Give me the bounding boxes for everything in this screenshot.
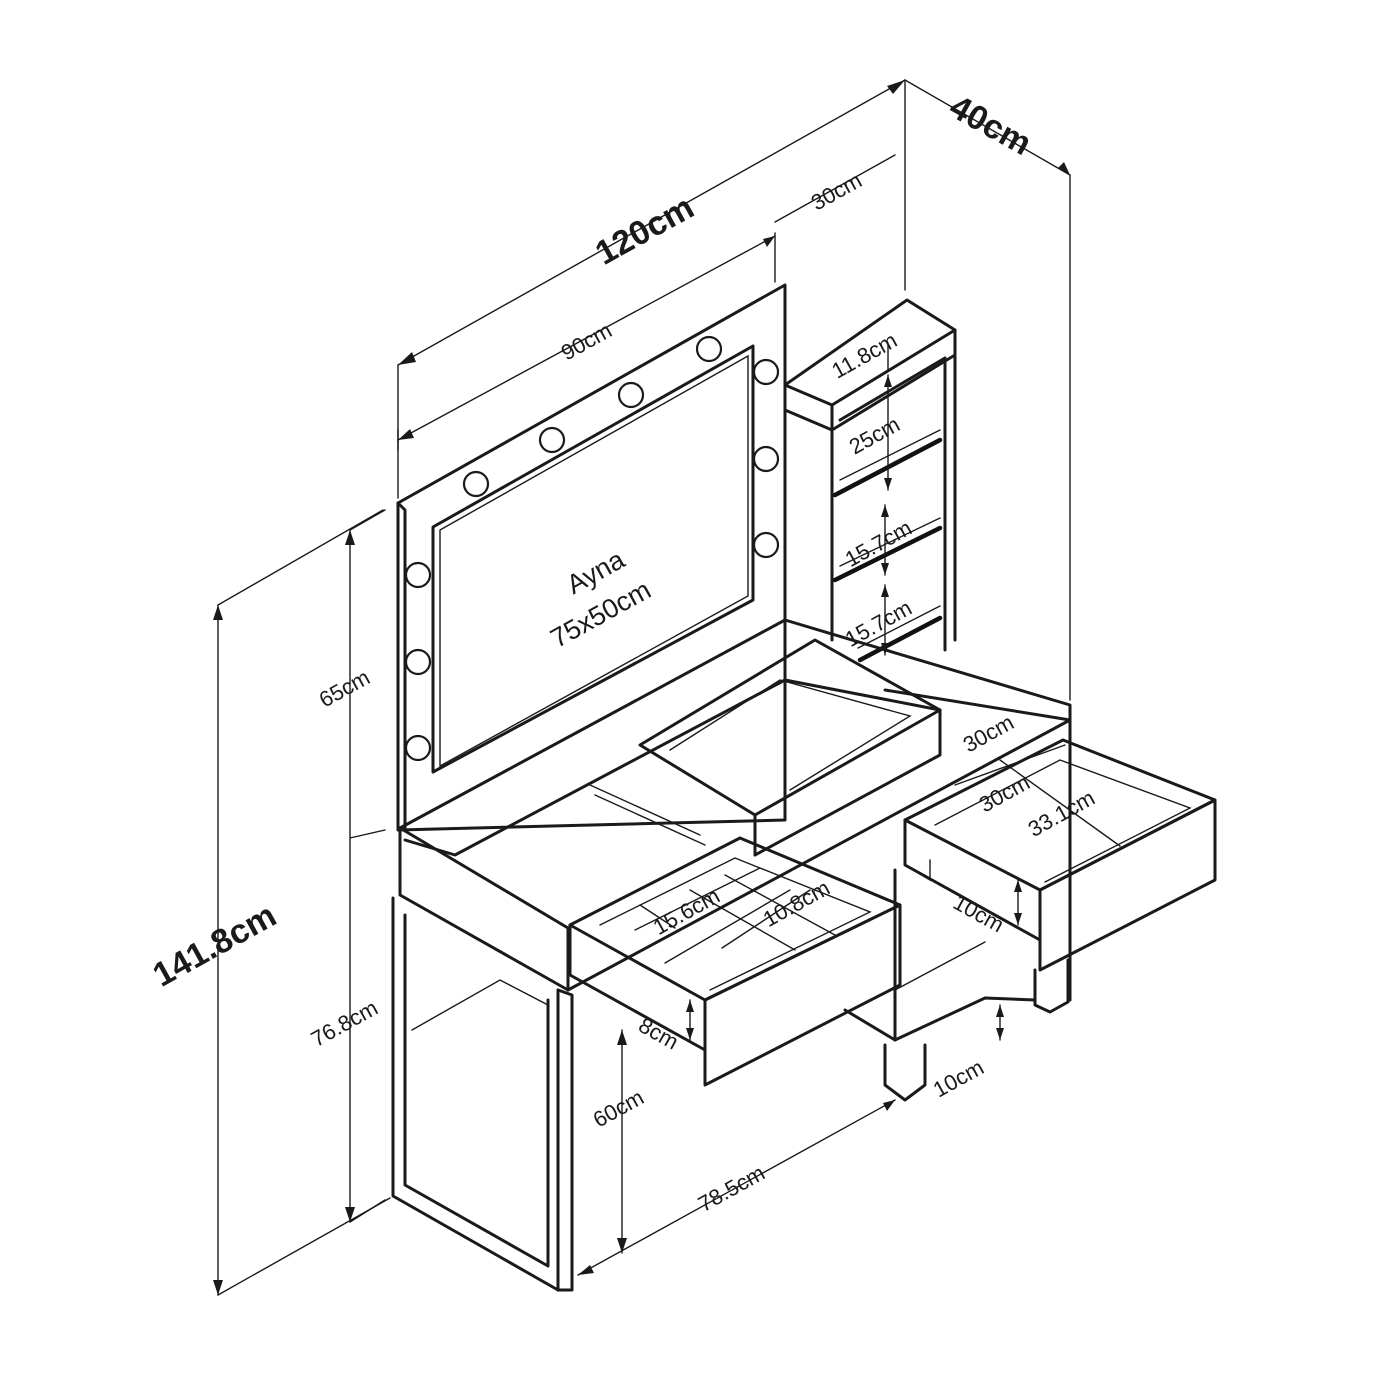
foot-height-label: 10cm [929, 1054, 988, 1102]
depth-label: 40cm [943, 88, 1037, 163]
right-drawer-depth-label: 33.1cm [1024, 785, 1099, 842]
right-cabinet [843, 688, 1072, 1102]
mirror-width-label: 90cm [557, 317, 616, 365]
table-top [398, 618, 1072, 992]
mirror-bulbs [404, 335, 780, 762]
compartment-2-label: 10.8cm [759, 875, 834, 932]
top-shelf-label: 11.8cm [827, 327, 901, 383]
mirror-height-label: 65cm [315, 664, 374, 712]
left-leg-frame [391, 896, 574, 1292]
dimension-lines [217, 79, 1121, 1296]
side-shelf-tower [783, 298, 957, 663]
center-drawer [638, 638, 942, 857]
right-drawer-height-label: 10cm [949, 889, 1008, 937]
table-width-label: 78.5cm [694, 1160, 769, 1217]
table-height-label: 76.8cm [307, 995, 382, 1052]
mirror-label: Ayna 75x50cm [545, 544, 655, 654]
shelf-width-label: 30cm [807, 167, 866, 215]
left-drawer-open [568, 836, 902, 1087]
total-width-label: 120cm [589, 188, 700, 273]
right-drawer-width-label: 30cm [975, 769, 1034, 817]
total-height-label: 141.8cm [147, 896, 283, 994]
left-drawer-height-label: 8cm [634, 1012, 682, 1054]
leg-height-label: 60cm [589, 1084, 648, 1132]
right-top-width-label: 30cm [959, 709, 1018, 757]
dimension-arrows [213, 80, 1070, 1295]
right-drawer-open [903, 738, 1217, 972]
mirror-panel [396, 283, 787, 832]
